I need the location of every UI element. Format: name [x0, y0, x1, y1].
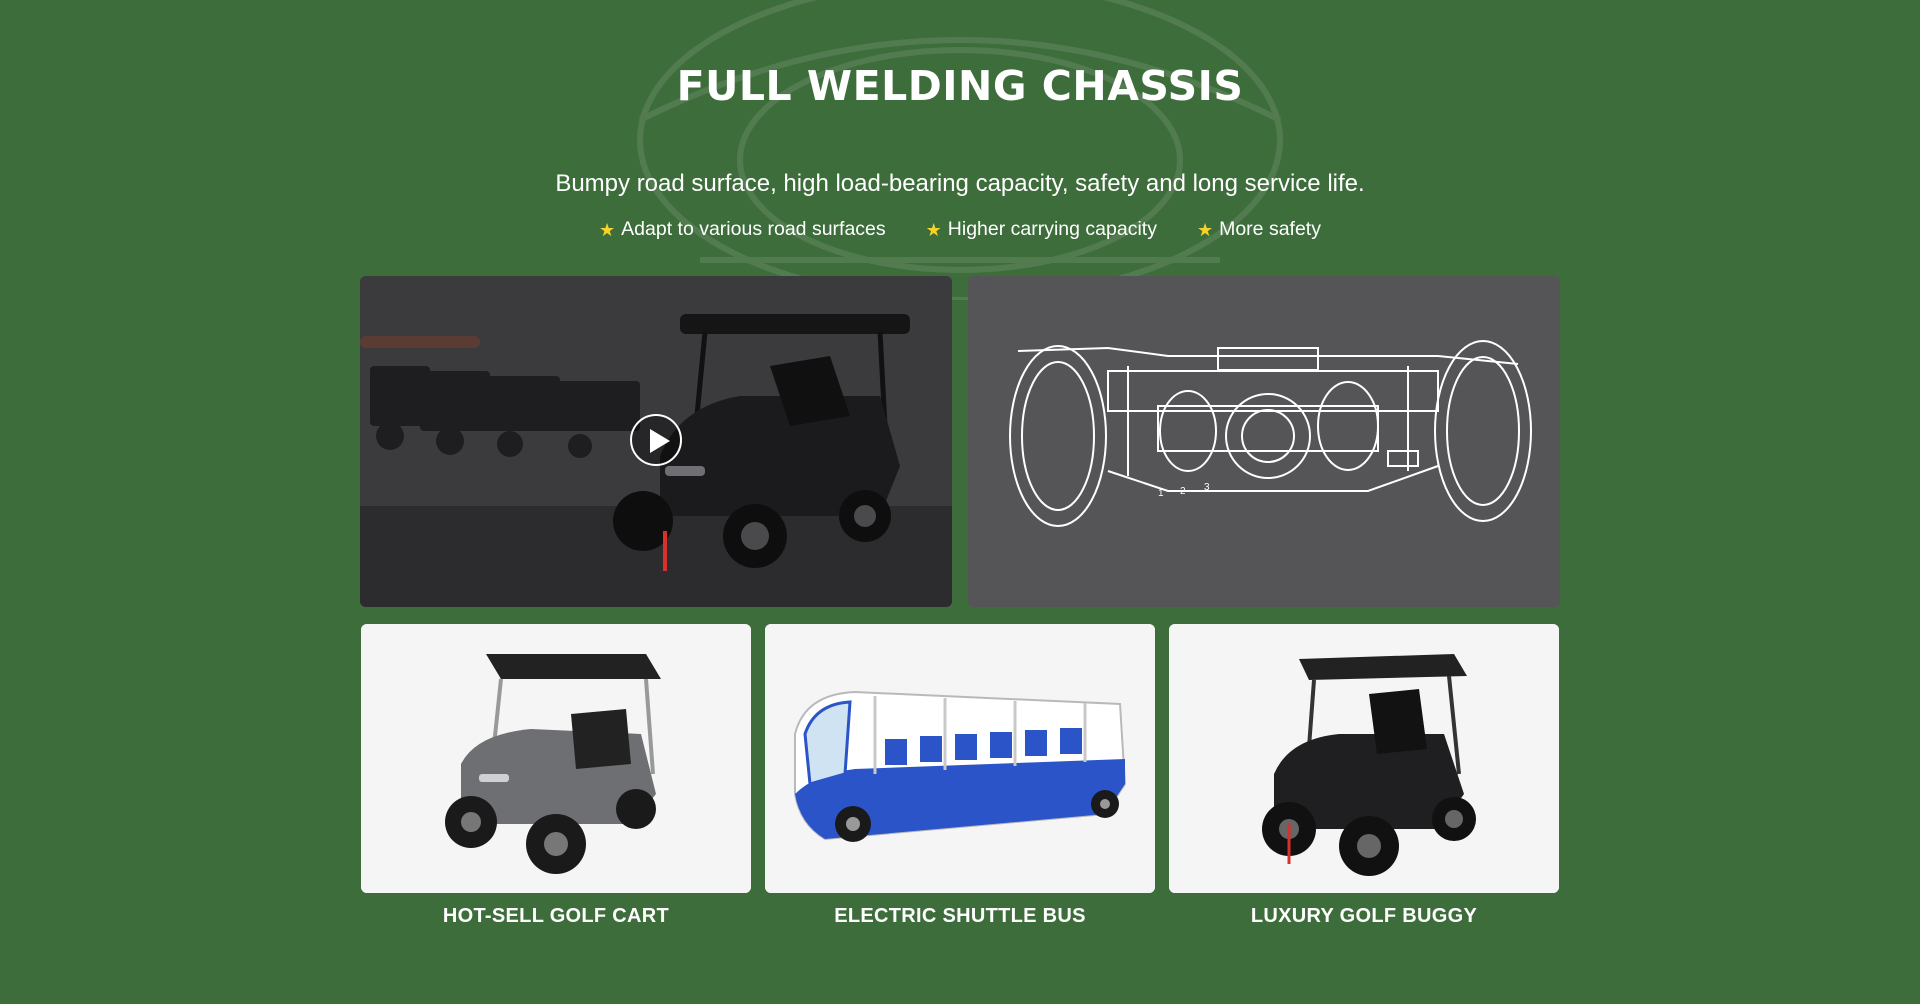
product-label-golf-cart[interactable]: HOT-SELL GOLF CART	[442, 905, 670, 927]
product-card-golf-buggy[interactable]	[1169, 624, 1559, 893]
shuttle-bus-image	[765, 624, 1155, 893]
section-subtitle: Bumpy road surface, high load-bearing ca…	[555, 170, 1365, 197]
chassis-diagram: 1 2 3	[968, 276, 1560, 607]
star-icon: ★	[925, 219, 942, 240]
feature-label: More safety	[1219, 218, 1321, 240]
svg-text:2: 2	[1180, 486, 1186, 497]
product-card-shuttle-bus[interactable]	[765, 624, 1155, 893]
chassis-diagram-panel: 1 2 3	[968, 276, 1560, 607]
feature-item: ★ Higher carrying capacity	[926, 218, 1157, 241]
product-label-golf-buggy[interactable]: LUXURY GOLF BUGGY	[1250, 905, 1478, 927]
play-video-button[interactable]	[630, 414, 682, 466]
golf-buggy-image	[1169, 624, 1559, 893]
product-label-shuttle-bus[interactable]: ELECTRIC SHUTTLE BUS	[834, 905, 1086, 927]
feature-item: ★ More safety	[1197, 218, 1321, 241]
feature-label: Adapt to various road surfaces	[621, 218, 886, 240]
svg-text:1: 1	[1158, 488, 1164, 499]
feature-item: ★ Adapt to various road surfaces	[599, 218, 886, 241]
feature-label: Higher carrying capacity	[947, 218, 1157, 240]
section-title: FULL WELDING CHASSIS	[676, 62, 1244, 110]
product-card-golf-cart[interactable]	[361, 624, 751, 893]
star-icon: ★	[599, 219, 616, 240]
star-icon: ★	[1196, 219, 1214, 240]
golf-cart-image	[361, 624, 751, 893]
svg-text:3: 3	[1204, 482, 1210, 493]
feature-list: ★ Adapt to various road surfaces ★ Highe…	[0, 218, 1920, 241]
